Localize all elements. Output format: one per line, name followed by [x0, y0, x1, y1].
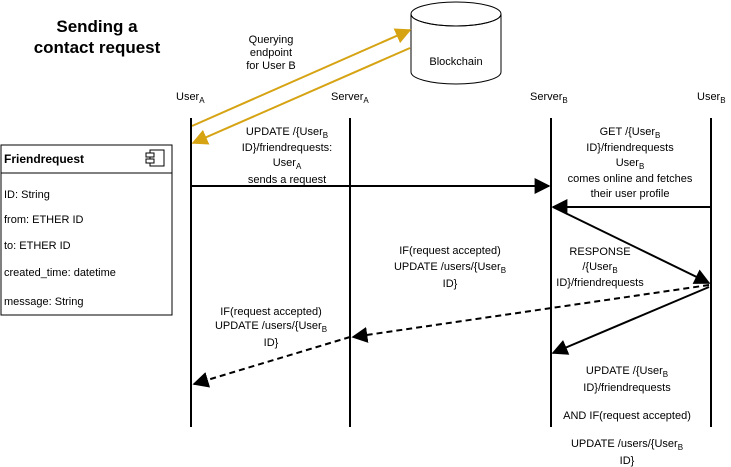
svg-text:UPDATE /users/{UserB: UPDATE /users/{UserB [571, 438, 683, 452]
svg-text:UPDATE /{UserB: UPDATE /{UserB [246, 126, 328, 140]
blockchain-label: Blockchain [429, 56, 482, 68]
svg-text:AND IF(request accepted): AND IF(request accepted) [563, 410, 691, 422]
message-get-requests: GET /{UserB ID}/friendrequests UserB com… [551, 126, 711, 215]
svg-text:UserA: UserA [273, 157, 302, 171]
svg-text:their user profile: their user profile [591, 188, 670, 200]
svg-text:ID}/friendrequests: ID}/friendrequests [556, 277, 644, 289]
entity-field: from: ETHER ID [4, 214, 84, 226]
message-if-accepted-mid: IF(request accepted) UPDATE /users/{User… [394, 245, 506, 290]
svg-text:ID}/friendrequests:: ID}/friendrequests: [242, 142, 333, 154]
svg-text:UPDATE /users/{UserB: UPDATE /users/{UserB [394, 261, 506, 275]
svg-text:ID}/friendrequests: ID}/friendrequests [586, 142, 674, 154]
message-response: RESPONSE /{UserB ID}/friendrequests [552, 206, 711, 289]
query-note-line2: endpoint [250, 47, 292, 59]
entity-field: to: ETHER ID [4, 240, 71, 252]
svg-text:/{UserB: /{UserB [582, 261, 617, 275]
query-note-line3: for User B [246, 60, 296, 72]
lifeline-label-user-b: UserB [697, 91, 726, 105]
lifeline-label-user-a: UserA [176, 91, 205, 105]
query-note-line1: Querying [249, 34, 294, 46]
message-dashed-to-server-a [351, 284, 710, 343]
lifeline-label-server-b: ServerB [530, 91, 568, 105]
entity-field: created_time: datetime [4, 267, 116, 279]
message-dashed-to-user-a [192, 336, 351, 388]
svg-text:IF(request accepted): IF(request accepted) [399, 245, 501, 257]
entity-title: Friendrequest [4, 152, 84, 166]
message-update-to-server-b [551, 286, 710, 355]
blockchain-node: Blockchain [410, 1, 502, 85]
query-arrow-from-blockchain [191, 47, 411, 145]
svg-text:ID}: ID} [443, 278, 458, 290]
message-if-accepted-left: IF(request accepted) UPDATE /users/{User… [215, 306, 327, 349]
svg-text:UserB: UserB [616, 157, 645, 171]
svg-text:ID}: ID} [620, 455, 635, 467]
svg-text:IF(request accepted): IF(request accepted) [220, 306, 322, 318]
lifeline-label-server-a: ServerA [331, 91, 369, 105]
diagram-title-line2: contact request [34, 38, 161, 57]
component-icon [145, 149, 165, 167]
svg-text:ID}: ID} [264, 337, 279, 349]
svg-text:UPDATE /users/{UserB: UPDATE /users/{UserB [215, 320, 327, 334]
query-arrow-to-blockchain [191, 28, 412, 127]
svg-text:comes online and fetches: comes online and fetches [568, 173, 693, 185]
entity-field: message: String [4, 296, 83, 308]
svg-text:UPDATE /{UserB: UPDATE /{UserB [586, 365, 668, 379]
entity-field: ID: String [4, 189, 50, 201]
friendrequest-entity: Friendrequest ID: String from: ETHER ID … [0, 144, 173, 316]
svg-text:sends a request: sends a request [248, 174, 326, 186]
svg-text:GET /{UserB: GET /{UserB [600, 126, 661, 140]
message-send-request: UPDATE /{UserB ID}/friendrequests: UserA… [191, 126, 551, 194]
svg-text:RESPONSE: RESPONSE [569, 246, 630, 258]
svg-text:ID}/friendrequests: ID}/friendrequests [583, 382, 671, 394]
diagram-title-line1: Sending a [56, 17, 138, 36]
message-update-bottom: UPDATE /{UserB ID}/friendrequests AND IF… [563, 365, 691, 467]
